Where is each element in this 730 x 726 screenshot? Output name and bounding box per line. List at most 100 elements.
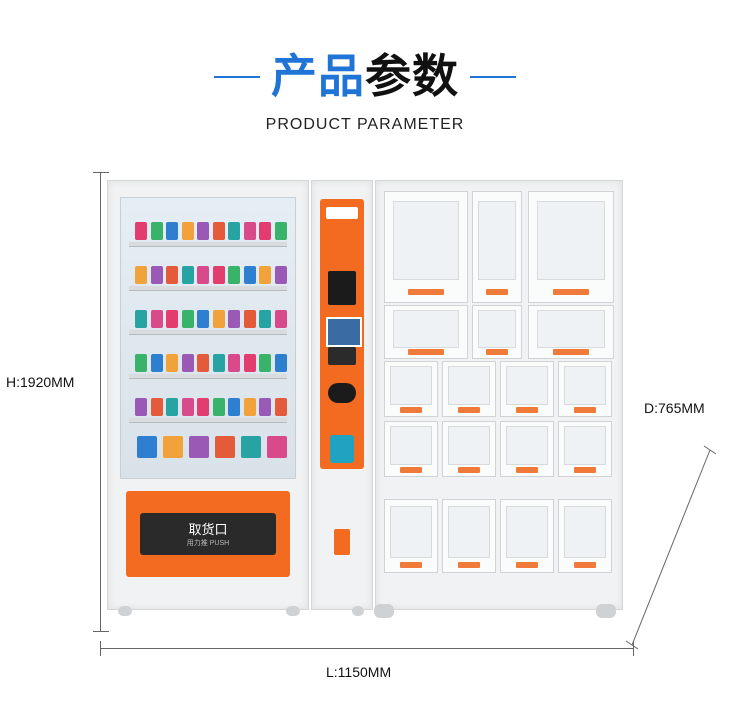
locker-door[interactable] bbox=[472, 191, 522, 303]
product-item bbox=[150, 398, 163, 416]
locker-door[interactable] bbox=[384, 305, 468, 359]
depth-dimension-line bbox=[625, 445, 717, 650]
locker-window bbox=[564, 426, 606, 466]
locker-number-tag bbox=[457, 466, 481, 473]
product-item bbox=[166, 222, 178, 240]
product-item bbox=[181, 222, 194, 240]
bill-acceptor[interactable] bbox=[330, 435, 354, 463]
pickup-door[interactable]: 取货口 用力推 PUSH bbox=[140, 513, 276, 555]
title-right-line bbox=[470, 76, 516, 78]
locker-door[interactable] bbox=[500, 421, 554, 477]
locker-door[interactable] bbox=[558, 499, 612, 573]
product-item bbox=[212, 266, 225, 284]
product-item bbox=[166, 398, 178, 416]
locker-door[interactable] bbox=[472, 305, 522, 359]
locker-number-tag bbox=[407, 289, 445, 296]
locker-number-tag bbox=[573, 406, 597, 413]
product-item bbox=[212, 354, 225, 372]
locker-window bbox=[477, 200, 517, 280]
product-item bbox=[243, 354, 256, 372]
locker-number-tag bbox=[573, 561, 597, 568]
product-item bbox=[135, 398, 147, 416]
product-item bbox=[259, 354, 271, 372]
locker-window bbox=[448, 505, 490, 558]
locker-door[interactable] bbox=[442, 361, 496, 417]
keypad[interactable] bbox=[328, 347, 356, 365]
locker-door[interactable] bbox=[384, 361, 438, 417]
product-item bbox=[267, 436, 287, 458]
height-dimension-top-tick bbox=[93, 172, 109, 173]
pickup-panel: 取货口 用力推 PUSH bbox=[126, 491, 290, 577]
display-window bbox=[120, 197, 296, 479]
locker-window bbox=[390, 505, 432, 558]
product-item bbox=[197, 310, 209, 328]
locker-window bbox=[564, 366, 606, 406]
length-dimension-left-tick bbox=[100, 641, 101, 656]
locker-window bbox=[506, 366, 548, 406]
product-item bbox=[228, 310, 240, 328]
product-item bbox=[181, 398, 194, 416]
locker-door[interactable] bbox=[528, 305, 614, 359]
touch-screen[interactable] bbox=[326, 317, 362, 347]
locker-door[interactable] bbox=[384, 191, 468, 303]
locker-door[interactable] bbox=[558, 361, 612, 417]
height-dimension-line bbox=[100, 172, 101, 632]
control-column bbox=[311, 180, 373, 610]
locker-number-tag bbox=[552, 348, 590, 355]
coin-return[interactable] bbox=[334, 529, 350, 555]
card-reader[interactable] bbox=[328, 271, 356, 305]
product-item bbox=[228, 354, 240, 372]
locker-number-tag bbox=[515, 561, 539, 568]
page-subtitle: PRODUCT PARAMETER bbox=[265, 116, 465, 133]
product-item bbox=[228, 398, 240, 416]
locker-window bbox=[390, 366, 432, 406]
product-item bbox=[150, 266, 163, 284]
locker-door[interactable] bbox=[558, 421, 612, 477]
product-item bbox=[135, 310, 147, 328]
product-item bbox=[197, 398, 209, 416]
machine-foot bbox=[352, 606, 364, 616]
product-item bbox=[197, 266, 209, 284]
machine-foot bbox=[374, 604, 394, 618]
locker-door[interactable] bbox=[384, 421, 438, 477]
product-item bbox=[274, 266, 287, 284]
locker-door[interactable] bbox=[384, 499, 438, 573]
product-item bbox=[274, 310, 287, 328]
locker-number-tag bbox=[552, 289, 590, 296]
coin-slot[interactable] bbox=[328, 383, 356, 403]
product-item bbox=[166, 266, 178, 284]
vending-machine-left: 取货口 用力推 PUSH bbox=[107, 180, 309, 610]
product-item bbox=[274, 222, 287, 240]
machine-foot bbox=[286, 606, 300, 616]
locker-door[interactable] bbox=[528, 191, 614, 303]
product-item bbox=[135, 354, 147, 372]
locker-number-tag bbox=[457, 406, 481, 413]
product-item bbox=[212, 310, 225, 328]
product-item bbox=[228, 266, 240, 284]
locker-number-tag bbox=[399, 406, 423, 413]
locker-number-tag bbox=[486, 289, 508, 296]
product-item bbox=[212, 222, 225, 240]
product-item bbox=[150, 354, 163, 372]
product-item bbox=[243, 310, 256, 328]
locker-window bbox=[390, 426, 432, 466]
locker-window bbox=[537, 310, 605, 348]
locker-window bbox=[506, 505, 548, 558]
locker-window bbox=[506, 426, 548, 466]
locker-window bbox=[393, 200, 459, 280]
length-label: L:1150MM bbox=[326, 664, 392, 680]
product-item bbox=[274, 398, 287, 416]
pickup-label: 取货口 bbox=[188, 523, 228, 538]
height-dimension-bottom-tick bbox=[93, 631, 109, 632]
locker-door[interactable] bbox=[500, 361, 554, 417]
locker-door[interactable] bbox=[442, 421, 496, 477]
product-item bbox=[259, 310, 271, 328]
locker-door[interactable] bbox=[500, 499, 554, 573]
shelf bbox=[129, 330, 287, 335]
product-item bbox=[259, 266, 271, 284]
shelf bbox=[129, 242, 287, 247]
product-item bbox=[150, 310, 163, 328]
locker-door[interactable] bbox=[442, 499, 496, 573]
product-item bbox=[135, 266, 147, 284]
locker-number-tag bbox=[407, 348, 445, 355]
